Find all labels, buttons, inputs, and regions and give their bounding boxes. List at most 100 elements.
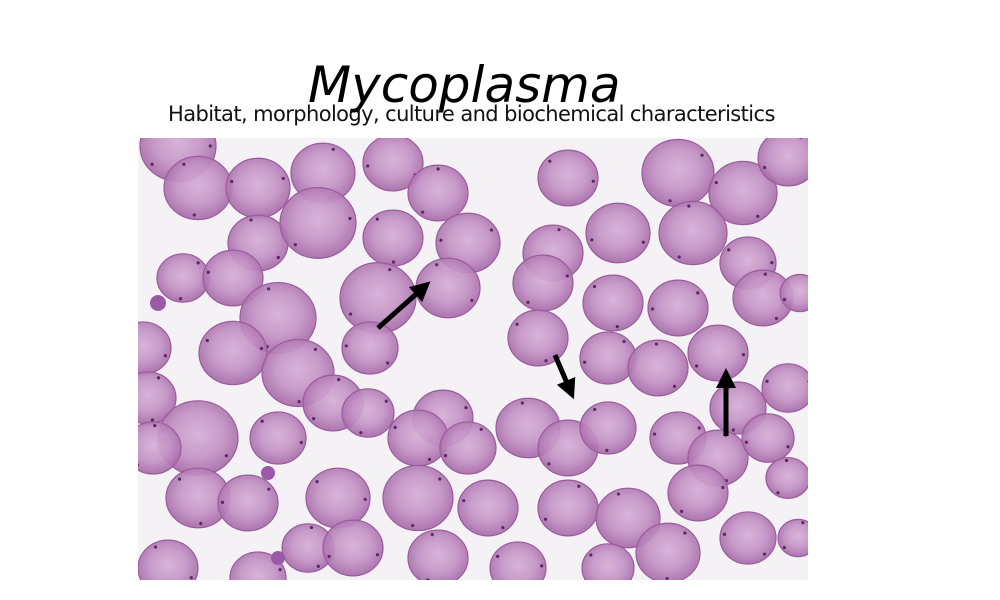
mycoplasma-organism	[765, 379, 769, 383]
red-blood-cell	[341, 388, 395, 438]
red-blood-cell	[507, 309, 569, 367]
red-blood-cell	[512, 254, 574, 312]
mycoplasma-organism	[652, 432, 657, 436]
mycoplasma-organism	[501, 525, 505, 530]
mycoplasma-organism	[331, 147, 335, 151]
mycoplasma-organism	[259, 346, 264, 351]
red-blood-cell	[585, 202, 651, 264]
red-blood-cell	[249, 411, 307, 465]
red-blood-cell	[138, 539, 199, 580]
mycoplasma-organism	[220, 500, 225, 504]
mycoplasma-organism	[557, 228, 561, 232]
mycoplasma-organism	[700, 153, 704, 157]
mycoplasma-organism	[153, 545, 158, 549]
mycoplasma-organism	[421, 210, 425, 214]
mycoplasma-organism	[192, 213, 196, 217]
mycoplasma-organism	[593, 407, 597, 412]
red-blood-cell	[439, 421, 497, 475]
red-blood-cell	[163, 155, 233, 221]
slide-title: Mycoplasma	[308, 55, 621, 114]
mycoplasma-organism	[299, 440, 303, 445]
red-blood-cell	[579, 401, 637, 455]
red-blood-cell	[582, 274, 644, 332]
red-blood-cell	[322, 519, 384, 577]
red-blood-cell	[382, 464, 454, 532]
mycoplasma-organism	[589, 553, 593, 557]
mycoplasma-organism	[293, 243, 297, 247]
mycoplasma-organism	[547, 462, 551, 466]
mycoplasma-organism	[199, 521, 203, 526]
mycoplasma-organism	[722, 532, 727, 537]
mycoplasma-organism	[727, 248, 731, 252]
mycoplasma-organism	[267, 487, 271, 491]
red-blood-cell	[489, 541, 547, 580]
mycoplasma-organism	[267, 287, 271, 291]
red-blood-cell	[537, 149, 599, 207]
mycoplasma-organism	[438, 477, 442, 481]
mycoplasma-organism	[615, 325, 619, 329]
mycoplasma-organism	[591, 179, 595, 183]
mycoplasma-organism	[411, 523, 415, 528]
red-blood-cell	[708, 160, 778, 226]
mycoplasma-organism	[344, 344, 348, 348]
red-blood-cell	[415, 257, 481, 319]
mycoplasma-organism	[577, 484, 581, 488]
mycoplasma-organism	[526, 300, 530, 304]
mycoplasma-organism	[714, 181, 718, 185]
mycoplasma-organism	[138, 463, 140, 467]
mycoplasma-organism	[309, 525, 314, 530]
mycoplasma-organism	[683, 531, 687, 535]
mycoplasma-organism	[430, 533, 434, 537]
mycoplasma-organism	[206, 270, 210, 274]
red-blood-cell	[647, 279, 709, 337]
mycoplasma-organism	[668, 199, 672, 203]
mycoplasma-organism	[359, 431, 363, 435]
mycoplasma-organism	[348, 216, 352, 221]
mycoplasma-organism	[337, 377, 341, 382]
red-blood-cell	[641, 138, 715, 208]
mycoplasma-organism	[260, 419, 264, 423]
blood-smear-micrograph	[138, 138, 808, 580]
mycoplasma-organism	[744, 440, 748, 444]
mycoplasma-organism	[348, 312, 353, 316]
mycoplasma-organism	[435, 263, 439, 267]
slide-subtitle: Habitat, morphology, culture and biochem…	[168, 102, 775, 126]
red-blood-cell	[138, 321, 172, 375]
mycoplasma-organism	[388, 268, 392, 272]
mycoplasma-organism	[196, 261, 200, 265]
mycoplasma-organism	[426, 578, 430, 580]
red-blood-cell	[765, 456, 808, 500]
mycoplasma-organism	[677, 255, 681, 259]
red-blood-cell	[667, 464, 729, 522]
mycoplasma-organism	[297, 400, 301, 404]
red-blood-cell	[341, 321, 399, 375]
mycoplasma-organism	[230, 179, 234, 184]
red-blood-cell	[581, 543, 635, 580]
mycoplasma-organism	[439, 238, 443, 242]
red-blood-cell	[687, 324, 749, 382]
mycoplasma-organism	[384, 399, 388, 403]
mycoplasma-organism	[464, 405, 468, 410]
mycoplasma-organism	[276, 255, 280, 260]
mycoplasma-organism	[150, 162, 154, 166]
mycoplasma-organism	[363, 497, 367, 501]
red-blood-cell	[305, 467, 371, 529]
platelet	[261, 466, 275, 480]
mycoplasma-organism	[278, 568, 282, 572]
mycoplasma-organism	[583, 360, 587, 364]
red-blood-cell	[156, 253, 210, 303]
mycoplasma-organism	[281, 176, 285, 181]
mycoplasma-organism	[687, 204, 691, 208]
mycoplasma-organism	[741, 353, 746, 357]
mycoplasma-organism	[694, 364, 699, 368]
mycoplasma-organism	[470, 298, 474, 302]
mycoplasma-organism	[782, 545, 786, 550]
red-blood-cell	[198, 320, 268, 386]
mycoplasma-organism	[763, 272, 767, 276]
mycoplasma-organism	[641, 240, 645, 244]
red-blood-cell	[635, 522, 701, 580]
mycoplasma-organism	[205, 338, 209, 343]
mycoplasma-organism	[462, 499, 466, 503]
arrow-down-icon	[552, 354, 576, 400]
mycoplasma-organism	[150, 418, 154, 422]
